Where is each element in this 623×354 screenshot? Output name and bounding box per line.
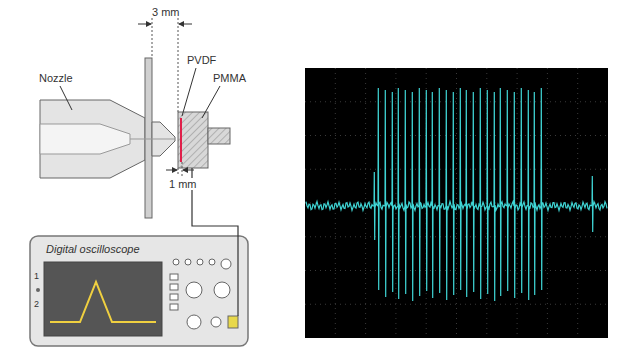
leader-line	[60, 86, 72, 110]
nozzle-channel	[40, 124, 130, 154]
instrument-name: Digital oscilloscope	[46, 243, 140, 255]
channel-number: 2	[33, 300, 40, 310]
input-connector	[228, 316, 238, 328]
dimension-arrow	[166, 170, 177, 171]
pvdf-film	[180, 118, 182, 162]
part-name: Nozzle	[38, 72, 74, 84]
pmma-block	[178, 112, 208, 168]
oscilloscope-screen	[44, 262, 162, 336]
oscilloscope-body	[30, 236, 248, 346]
channel-number: 1	[33, 272, 40, 282]
leader-line	[202, 86, 220, 118]
oscilloscope-controls	[170, 259, 231, 329]
nozzle-flange	[145, 58, 152, 218]
dimension-line	[182, 162, 183, 176]
scope-capture	[305, 68, 608, 338]
dimension: 3 mm	[151, 6, 181, 18]
channel-mark	[36, 288, 40, 292]
scope-grid	[305, 68, 608, 338]
instrument-box: Digital oscilloscope	[44, 241, 142, 258]
dimension-line	[178, 168, 179, 176]
dimension-arrow	[138, 24, 151, 25]
dimension: 1 mm	[168, 178, 198, 190]
screen-trace	[50, 282, 156, 322]
dimension-line	[152, 18, 153, 58]
signal-trace	[306, 88, 607, 301]
signal-cable	[192, 168, 238, 316]
part-name: PVDF	[186, 54, 217, 66]
nozzle-body	[40, 100, 145, 178]
holder	[208, 128, 230, 144]
dimension-arrow	[179, 24, 192, 25]
dimension-line	[178, 18, 179, 112]
part-name: PMMA	[212, 72, 247, 84]
nozzle-bore	[130, 139, 175, 140]
leader-line	[182, 68, 196, 116]
